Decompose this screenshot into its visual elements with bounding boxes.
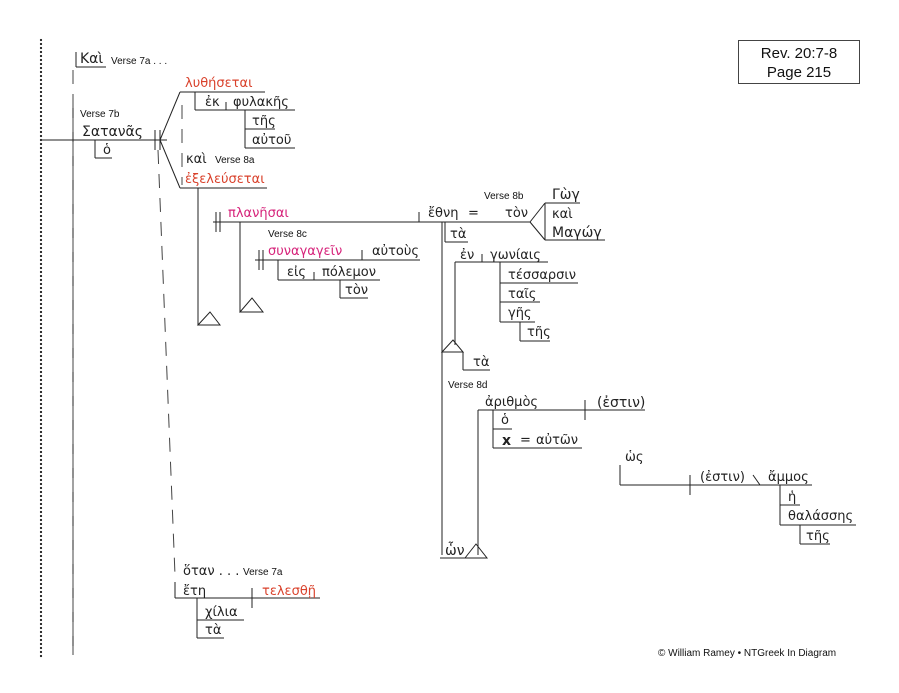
word-hos: ὡς xyxy=(625,450,644,465)
word-telesthe: τελεσθῇ xyxy=(262,584,317,599)
pedestal-4 xyxy=(463,543,489,559)
pedestal-2 xyxy=(238,297,265,313)
word-auton: αὐτῶν xyxy=(536,433,579,448)
verse-label-8d: Verse 8d xyxy=(448,380,488,391)
word-ges: γῆς xyxy=(508,306,532,321)
passage-reference-box: Rev. 20:7-8 Page 215 xyxy=(738,40,860,84)
fork-upper xyxy=(159,91,181,141)
word-exeleusetai: ἐξελεύσεται xyxy=(185,172,265,187)
page-number: Page 215 xyxy=(766,64,832,81)
word-hotan: ὅταν . . . xyxy=(183,564,240,579)
word-hon: ὧν xyxy=(445,543,465,559)
pedestal-3 xyxy=(440,339,465,353)
word-autous: αὐτοὺς xyxy=(372,244,420,259)
word-en: ἐν xyxy=(460,248,475,263)
word-goniais: γωνίαις xyxy=(490,248,541,263)
word-autou: αὐτοῦ xyxy=(252,133,292,148)
word-thalasses: θαλάσσης xyxy=(788,509,854,524)
copyright-notice: © William Ramey • NTGreek In Diagram xyxy=(658,648,837,659)
word-estin-2: (ἐστιν) xyxy=(700,470,745,485)
verse-label-8b: Verse 8b xyxy=(484,191,524,202)
word-tes-2: τῆς xyxy=(527,325,551,340)
word-chilia: χίλια xyxy=(205,605,238,620)
pedestal-1 xyxy=(196,311,222,326)
word-magog: Μαγώγ xyxy=(552,225,602,241)
word-tes-1: τῆς xyxy=(252,114,276,129)
word-tes-3: τῆς xyxy=(806,529,830,544)
word-eis: εἰς xyxy=(287,265,307,280)
word-ta-1: τὰ xyxy=(450,227,467,242)
word-planesai: πλανῆσαι xyxy=(228,206,289,221)
word-phylakes: φυλακῆς xyxy=(233,95,289,110)
word-ethne: ἔθνη xyxy=(428,206,459,221)
fork-lower xyxy=(159,139,181,189)
word-synagagein: συναγαγεῖν xyxy=(268,244,343,259)
word-kai-3: καὶ xyxy=(552,207,573,222)
word-ammos: ἄμμος xyxy=(768,470,809,485)
word-he: ἡ xyxy=(788,490,797,505)
word-ta-3: τὰ xyxy=(205,623,222,638)
left-margin-border xyxy=(38,38,44,658)
word-ek: ἐκ xyxy=(205,95,220,110)
word-polemon: πόλεμον xyxy=(322,265,376,280)
word-ton-1: τὸν xyxy=(505,206,529,221)
dashed-connector-hotan xyxy=(157,149,176,576)
word-ete: ἔτη xyxy=(183,584,207,599)
word-estin-1: (ἐστιν) xyxy=(597,395,646,411)
word-tessarsin: τέσσαρσιν xyxy=(508,268,577,283)
verse-label-7a: Verse 7a . . . xyxy=(111,56,168,67)
word-kai: Καὶ xyxy=(80,51,104,67)
verse-label-8a: Verse 8a xyxy=(215,155,255,166)
verse-label-7b: Verse 7b xyxy=(80,109,120,120)
word-lythesetai: λυθήσεται xyxy=(185,76,253,91)
word-ton-2: τὸν xyxy=(345,283,369,298)
symbol-equals-1: = xyxy=(468,206,479,221)
word-x: x xyxy=(502,433,512,449)
word-gog: Γὼγ xyxy=(552,187,580,203)
word-tais: ταῖς xyxy=(508,287,537,302)
symbol-equals-2: = xyxy=(520,433,531,448)
passage-reference: Rev. 20:7-8 xyxy=(760,45,838,62)
word-ta-2: τὰ xyxy=(473,355,490,370)
verse-label-8c: Verse 8c xyxy=(268,229,307,240)
verse-label-7a-otan: Verse 7a xyxy=(243,567,283,578)
word-satanas: Σατανᾶς xyxy=(82,124,143,140)
word-arithmos: ἀριθμὸς xyxy=(485,395,539,410)
word-ho-2: ὁ xyxy=(501,413,509,428)
word-kai-2: καὶ xyxy=(186,152,207,167)
word-ho: ὁ xyxy=(103,143,111,158)
